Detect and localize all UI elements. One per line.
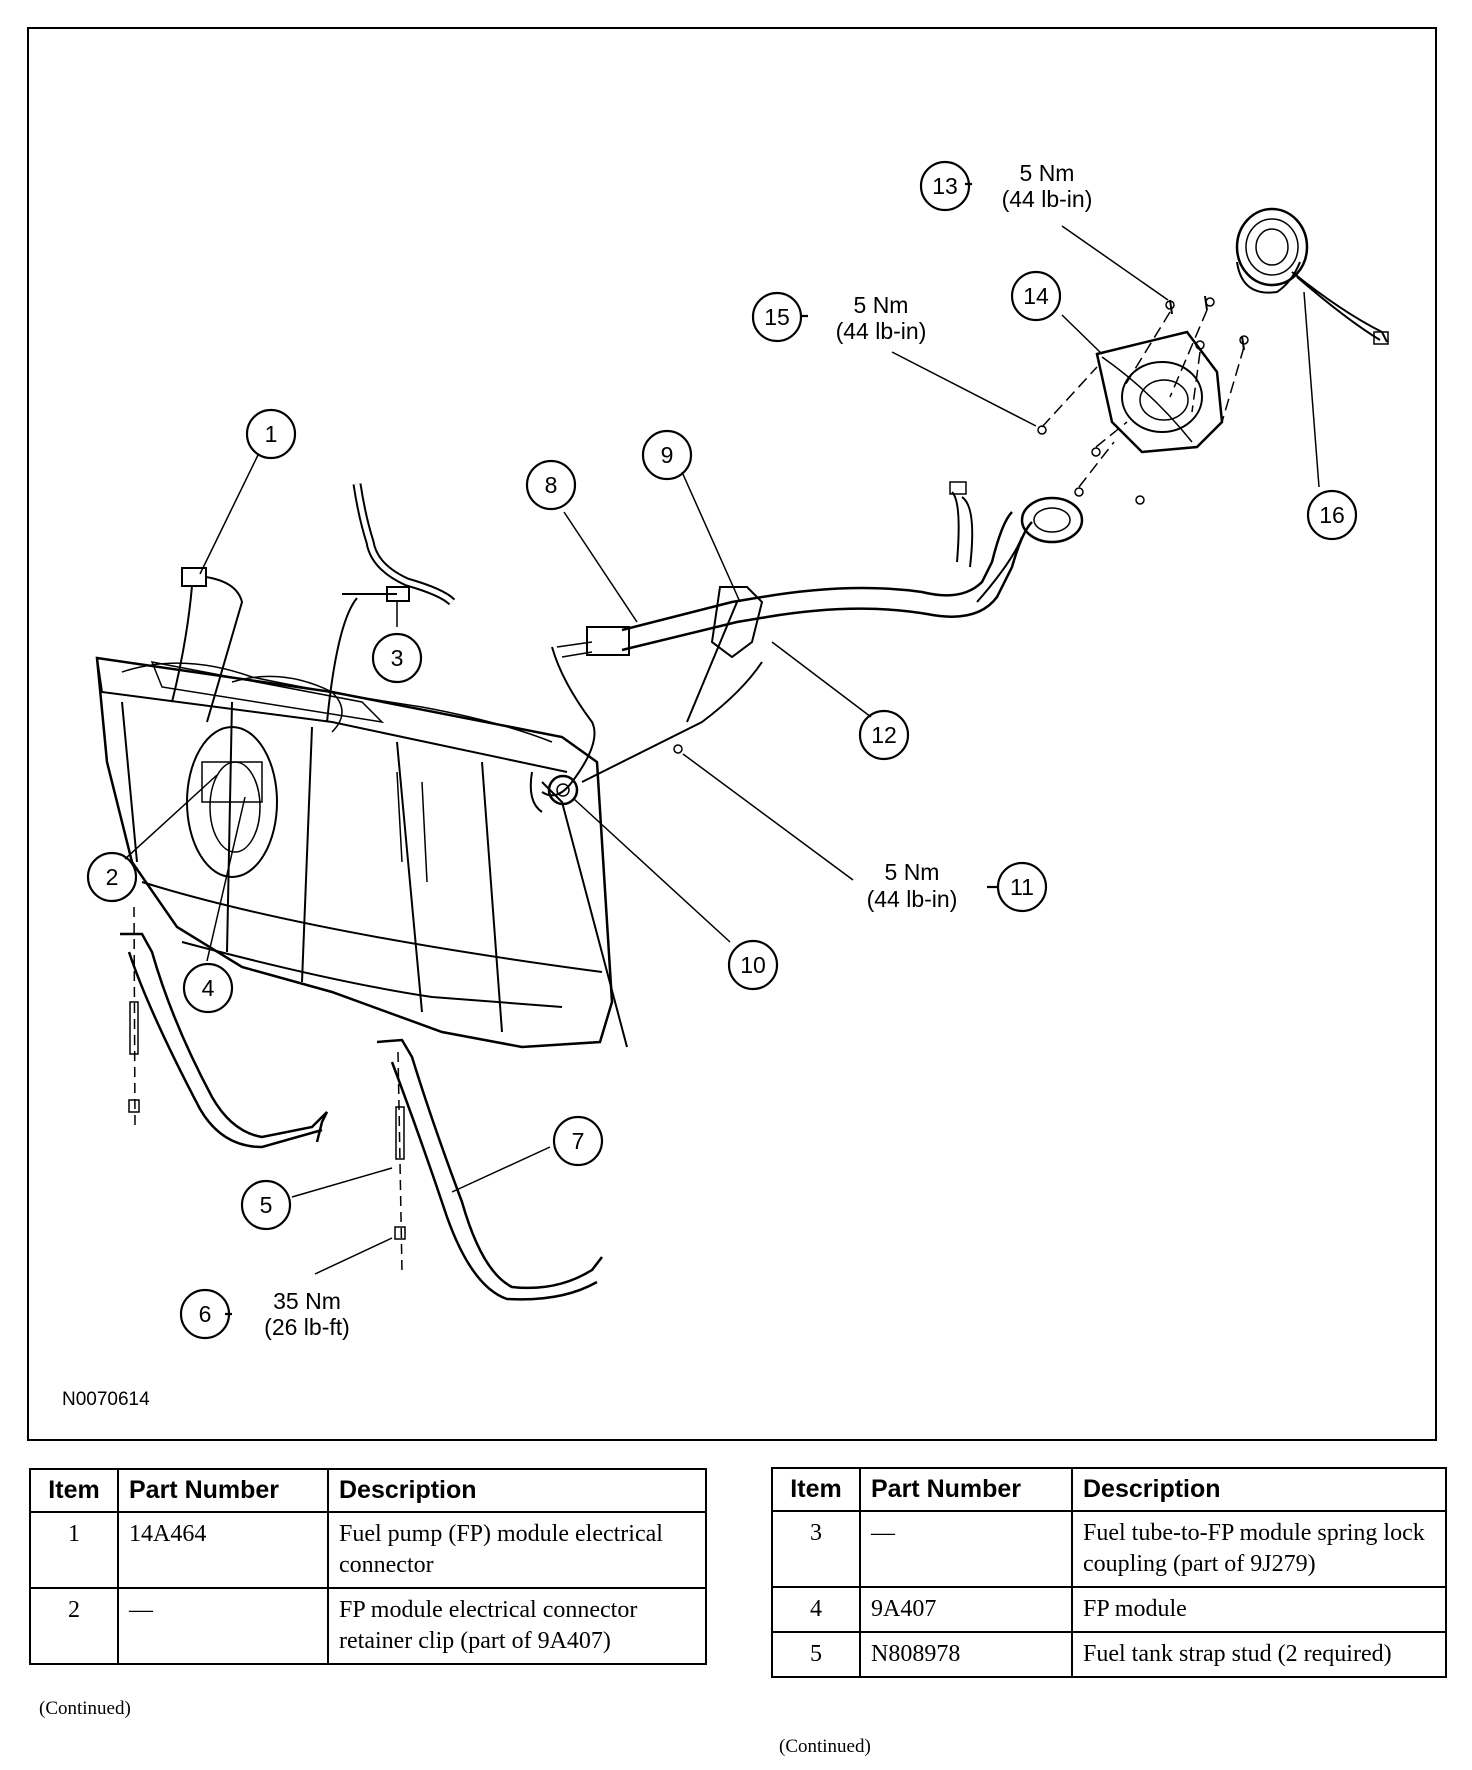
callout-12: 12 bbox=[871, 722, 897, 748]
cell-part-number: 14A464 bbox=[117, 1511, 329, 1589]
diagram-frame: 1 2 3 4 5 6 7 8 9 10 11 12 13 14 15 16 5… bbox=[27, 27, 1437, 1441]
cell-description: FP module electrical connector retainer … bbox=[327, 1587, 707, 1665]
torque-11-imperial: (44 lb-in) bbox=[867, 886, 958, 912]
table-row: 4 9A407 FP module bbox=[771, 1586, 1447, 1633]
callout-15: 15 bbox=[764, 304, 790, 330]
fuel-tank bbox=[95, 656, 628, 1049]
header-item: Item bbox=[29, 1468, 119, 1513]
callout-circles bbox=[86, 160, 1358, 1340]
callout-7: 7 bbox=[572, 1128, 585, 1154]
table-row: 1 14A464 Fuel pump (FP) module electrica… bbox=[29, 1511, 707, 1589]
cell-item: 5 bbox=[771, 1631, 861, 1678]
filler-housing bbox=[1037, 295, 1249, 505]
header-part-number: Part Number bbox=[859, 1467, 1073, 1512]
cell-item: 4 bbox=[771, 1586, 861, 1633]
cell-description: Fuel tube-to-FP module spring lock coupl… bbox=[1071, 1510, 1447, 1588]
header-description: Description bbox=[1071, 1467, 1447, 1512]
cell-description: Fuel pump (FP) module electrical connect… bbox=[327, 1511, 707, 1589]
parts-table-right: Item Part Number Description 3 — Fuel tu… bbox=[771, 1467, 1447, 1678]
torque-6-metric: 35 Nm bbox=[273, 1288, 341, 1314]
callout-5: 5 bbox=[260, 1192, 273, 1218]
callout-2: 2 bbox=[106, 864, 119, 890]
drawing-code: N0070614 bbox=[62, 1389, 150, 1410]
table-header-row: Item Part Number Description bbox=[29, 1468, 707, 1513]
cell-part-number: — bbox=[859, 1510, 1073, 1588]
fuel-cap bbox=[1235, 207, 1389, 345]
cell-part-number: 9A407 bbox=[859, 1586, 1073, 1633]
header-part-number: Part Number bbox=[117, 1468, 329, 1513]
callout-13: 13 bbox=[932, 173, 958, 199]
continued-note-left: (Continued) bbox=[39, 1698, 131, 1719]
cell-description: Fuel tank strap stud (2 required) bbox=[1071, 1631, 1447, 1678]
torque-13-imperial: (44 lb-in) bbox=[1002, 186, 1093, 212]
table-row: 5 N808978 Fuel tank strap stud (2 requir… bbox=[771, 1631, 1447, 1678]
callout-8: 8 bbox=[545, 472, 558, 498]
filler-pipe bbox=[556, 481, 1084, 658]
cell-item: 1 bbox=[29, 1511, 119, 1589]
callout-numbers: 1 2 3 4 5 6 7 8 9 10 11 12 13 14 15 16 bbox=[106, 173, 1345, 1327]
torque-6-imperial: (26 lb-ft) bbox=[264, 1314, 350, 1340]
cell-item: 3 bbox=[771, 1510, 861, 1588]
torque-11-metric: 5 Nm bbox=[885, 859, 940, 885]
callout-9: 9 bbox=[661, 442, 674, 468]
torque-15-imperial: (44 lb-in) bbox=[836, 318, 927, 344]
leader-lines bbox=[124, 225, 1320, 1275]
header-item: Item bbox=[771, 1467, 861, 1512]
callout-3: 3 bbox=[391, 645, 404, 671]
callout-4: 4 bbox=[202, 975, 215, 1001]
torque-labels: 5 Nm (44 lb-in) 5 Nm (44 lb-in) 5 Nm (44… bbox=[264, 160, 1092, 1340]
callout-16: 16 bbox=[1319, 502, 1345, 528]
parts-table-left: Item Part Number Description 1 14A464 Fu… bbox=[29, 1468, 707, 1665]
filler-bracket bbox=[541, 586, 764, 797]
exploded-view-drawing: 1 2 3 4 5 6 7 8 9 10 11 12 13 14 15 16 5… bbox=[86, 160, 1389, 1340]
fuel-tube bbox=[326, 483, 456, 723]
table-row: 3 — Fuel tube-to-FP module spring lock c… bbox=[771, 1510, 1447, 1588]
callout-1: 1 bbox=[265, 421, 278, 447]
cell-item: 2 bbox=[29, 1587, 119, 1665]
cell-part-number: — bbox=[117, 1587, 329, 1665]
table-row: 2 — FP module electrical connector retai… bbox=[29, 1587, 707, 1665]
fp-connector bbox=[171, 567, 244, 723]
filler-grommet bbox=[529, 771, 579, 813]
table-header-row: Item Part Number Description bbox=[771, 1467, 1447, 1512]
torque-15-metric: 5 Nm bbox=[854, 292, 909, 318]
callout-14: 14 bbox=[1023, 283, 1049, 309]
callout-10: 10 bbox=[740, 952, 766, 978]
header-description: Description bbox=[327, 1468, 707, 1513]
cell-description: FP module bbox=[1071, 1586, 1447, 1633]
callout-11: 11 bbox=[1010, 874, 1034, 900]
callout-6: 6 bbox=[199, 1301, 212, 1327]
cell-part-number: N808978 bbox=[859, 1631, 1073, 1678]
tank-straps bbox=[120, 744, 683, 1301]
continued-note-right: (Continued) bbox=[779, 1736, 871, 1757]
torque-13-metric: 5 Nm bbox=[1020, 160, 1075, 186]
